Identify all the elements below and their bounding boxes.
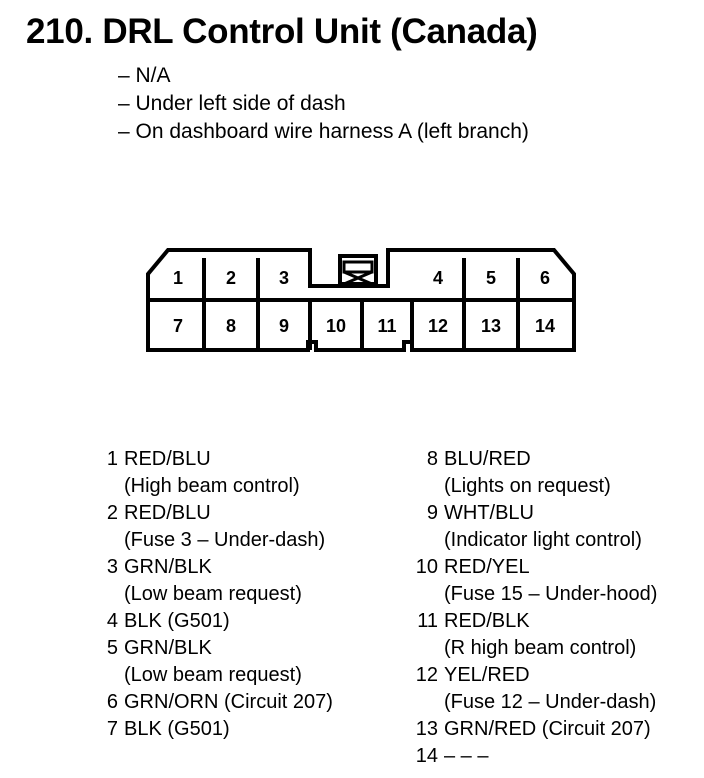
- pin-number: 9: [426, 502, 438, 524]
- pin-label: 10: [326, 316, 346, 336]
- pin-description: (R high beam control): [444, 637, 637, 659]
- pin-number: 4: [106, 610, 118, 632]
- pin-wire: WHT/BLU: [444, 502, 534, 524]
- pin-wire: BLU/RED: [444, 448, 531, 470]
- info-line: – On dashboard wire harness A (left bran…: [118, 120, 529, 143]
- pin-number: 10: [415, 556, 438, 578]
- pin-wire: – – –: [444, 745, 489, 767]
- pin-description: (Indicator light control): [444, 529, 642, 551]
- pin-entry: 8 BLU/RED (Lights on request): [406, 446, 704, 500]
- pin-description: (Lights on request): [444, 475, 611, 497]
- pin-entry: 6 GRN/ORN (Circuit 207): [86, 689, 386, 716]
- pin-entry: 1 RED/BLU (High beam control): [86, 446, 386, 500]
- pin-label: 13: [481, 316, 501, 336]
- pin-list-right: 8 BLU/RED (Lights on request) 9 WHT/BLU (Indi…: [406, 446, 704, 770]
- info-line: – N/A: [118, 64, 171, 87]
- pin-number: 6: [106, 691, 118, 713]
- pin-wire: BLK (G501): [124, 718, 230, 740]
- pin-description: (Low beam request): [124, 664, 302, 686]
- pin-label: 12: [428, 316, 448, 336]
- pin-number: 12: [415, 664, 438, 686]
- pin-label: 8: [226, 316, 236, 336]
- pin-number: 3: [106, 556, 118, 578]
- pin-label: 14: [535, 316, 555, 336]
- pin-entry: 3 GRN/BLK (Low beam request): [86, 554, 386, 608]
- pin-label: 11: [377, 316, 396, 336]
- pin-wire: GRN/RED (Circuit 207): [444, 718, 651, 740]
- pin-entry: 12 YEL/RED (Fuse 12 – Under-dash): [406, 662, 704, 716]
- pin-wire: GRN/ORN (Circuit 207): [124, 691, 333, 713]
- pin-description: (Fuse 15 – Under-hood): [444, 583, 658, 605]
- pin-number: 1: [106, 448, 118, 470]
- pin-entry: 7 BLK (G501): [86, 716, 386, 743]
- pin-wire: RED/BLU: [124, 502, 211, 524]
- pin-description: (Low beam request): [124, 583, 302, 605]
- pin-label: 3: [279, 268, 289, 288]
- pin-label: 1: [173, 268, 183, 288]
- pin-number: 8: [426, 448, 438, 470]
- pin-entry: 10 RED/YEL (Fuse 15 – Under-hood): [406, 554, 704, 608]
- pin-wire: RED/BLU: [124, 448, 211, 470]
- pin-label: 5: [486, 268, 496, 288]
- pin-entry: 2 RED/BLU (Fuse 3 – Under-dash): [86, 500, 386, 554]
- pin-wire: GRN/BLK: [124, 637, 212, 659]
- pin-description: (Fuse 3 – Under-dash): [124, 529, 326, 551]
- location-info: – N/A – Under left side of dash – On das…: [118, 62, 529, 146]
- pin-label: 6: [540, 268, 550, 288]
- pin-description: (High beam control): [124, 475, 300, 497]
- pin-entry: 13 GRN/RED (Circuit 207): [406, 716, 704, 743]
- pin-number: 2: [106, 502, 118, 524]
- pin-wire: YEL/RED: [444, 664, 530, 686]
- pin-number: 13: [415, 718, 438, 740]
- pin-wire: RED/BLK: [444, 610, 530, 632]
- pin-description: (Fuse 12 – Under-dash): [444, 691, 657, 713]
- page-title: 210. DRL Control Unit (Canada): [26, 12, 538, 51]
- info-line: – Under left side of dash: [118, 92, 346, 115]
- pin-label: 7: [173, 316, 183, 336]
- pin-number: 5: [106, 637, 118, 659]
- connector-diagram: 1 2 3 4 5 6 7 8 9 10 11 12 13 14: [146, 248, 576, 352]
- pin-entry: 4 BLK (G501): [86, 608, 386, 635]
- pin-label: 9: [279, 316, 289, 336]
- pin-entry: 14 – – –: [406, 743, 704, 770]
- pin-entry: 11 RED/BLK (R high beam control): [406, 608, 704, 662]
- pin-number: 11: [417, 610, 438, 632]
- pin-entry: 9 WHT/BLU (Indicator light control): [406, 500, 704, 554]
- pin-wire: BLK (G501): [124, 610, 230, 632]
- pin-label: 4: [433, 268, 443, 288]
- pin-entry: 5 GRN/BLK (Low beam request): [86, 635, 386, 689]
- pin-wire: RED/YEL: [444, 556, 530, 578]
- pin-number: 7: [106, 718, 118, 740]
- pin-wire: GRN/BLK: [124, 556, 212, 578]
- pin-label: 2: [226, 268, 236, 288]
- pin-number: 14: [415, 745, 438, 767]
